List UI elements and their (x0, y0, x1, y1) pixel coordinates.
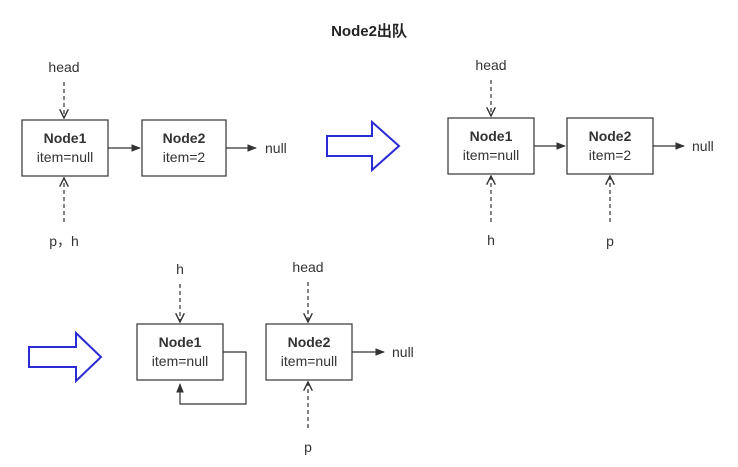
step3-node2-item: item=null (281, 353, 337, 369)
step3-head-label: head (292, 259, 323, 275)
step2-p-label: p (606, 233, 614, 249)
step1-null-label: null (265, 140, 287, 156)
step-2-group: head Node1 item=null Node2 item=2 null h… (447, 57, 714, 249)
step1-node1-item: item=null (37, 149, 93, 165)
step2-node2-title: Node2 (589, 128, 632, 144)
step3-p-label: p (304, 439, 312, 455)
step2-head-label: head (475, 57, 506, 73)
step1-ph-label: p，h (49, 233, 79, 249)
step1-node2-item: item=2 (163, 149, 206, 165)
step3-node2-title: Node2 (288, 334, 331, 350)
step3-node1-box (136, 323, 224, 381)
step3-node1-title: Node1 (159, 334, 202, 350)
step2-node2-box (566, 117, 654, 175)
transition-arrow-2 (28, 330, 103, 384)
step2-node1-item: item=null (463, 147, 519, 163)
step3-node2-box (265, 323, 353, 381)
step-1-group: head Node1 item=null Node2 item=2 null p… (21, 59, 287, 249)
step1-node2-title: Node2 (163, 130, 206, 146)
diagram-title: Node2出队 (331, 22, 408, 40)
step1-node2-box (141, 119, 227, 177)
step1-node1-box (21, 119, 109, 177)
transition-arrow-1 (326, 119, 401, 173)
step1-node1-title: Node1 (44, 130, 87, 146)
step1-head-label: head (48, 59, 79, 75)
step2-null-label: null (692, 138, 714, 154)
step2-h-label: h (487, 232, 495, 248)
step-3-group: h Node1 item=null head Node2 item=null n… (136, 259, 414, 455)
step3-node1-self-loop (176, 351, 247, 405)
step3-h-label: h (176, 261, 184, 277)
step3-null-label: null (392, 344, 414, 360)
step3-node1-item: item=null (152, 353, 208, 369)
step2-node1-box (447, 117, 535, 175)
step2-node1-title: Node1 (470, 128, 513, 144)
step2-node2-item: item=2 (589, 147, 632, 163)
